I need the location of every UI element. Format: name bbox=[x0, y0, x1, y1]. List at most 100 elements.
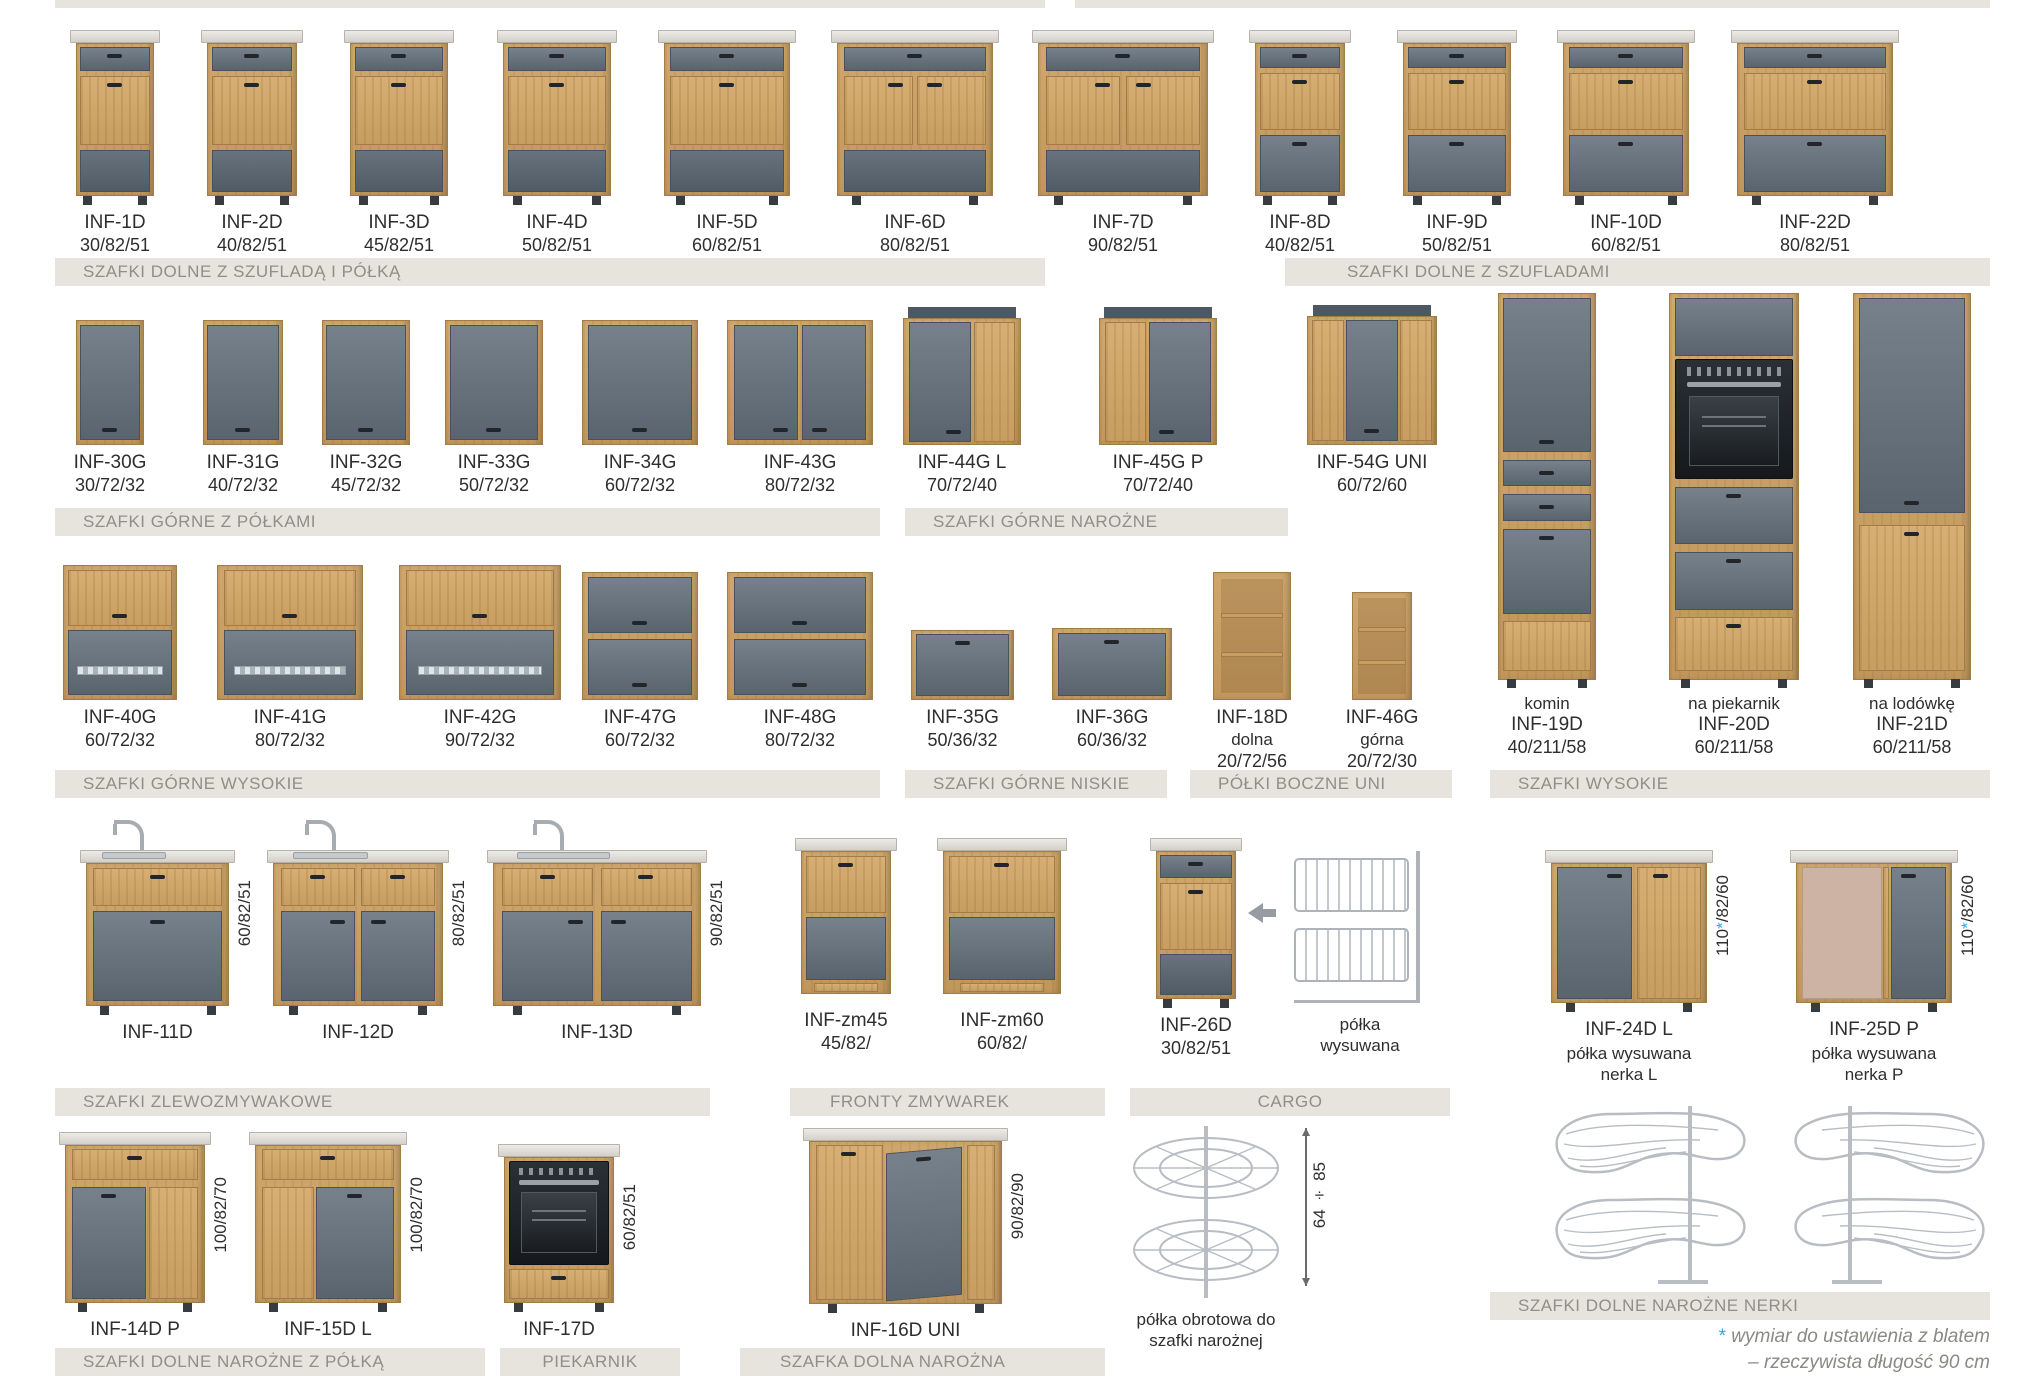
item-code: INF-19D bbox=[1511, 714, 1583, 735]
item-dims: 60/211/58 bbox=[1694, 737, 1774, 757]
item-inf-42g-illustration bbox=[398, 565, 562, 700]
item-dims: 45/82/ bbox=[820, 1033, 872, 1053]
item-inf-14d-p: INF-14D P 100/82/70 bbox=[52, 1132, 230, 1341]
item-code: INF-20D bbox=[1698, 714, 1770, 735]
item-dims: 80/72/32 bbox=[764, 730, 836, 750]
item-inf-33g-illustration bbox=[444, 320, 544, 445]
item-inf-25d-p: INF-25D P półka wysuwana nerka P 110*/82… bbox=[1779, 850, 1977, 1086]
item-code: INF-43G bbox=[763, 452, 837, 473]
section-title: SZAFKI DOLNE Z SZUFLADAMI bbox=[1347, 262, 1610, 281]
item-height-dims: 60/82/51 bbox=[235, 880, 254, 947]
section-title: FRONTY ZMYWAREK bbox=[830, 1092, 1010, 1111]
item-inf-3d-illustration bbox=[344, 30, 454, 205]
item-inf-42g: INF-42G 90/72/32 bbox=[376, 565, 584, 751]
section-header-wysokie: SZAFKI WYSOKIE bbox=[1490, 770, 1990, 798]
item-inf-3d: INF-3D 45/82/51 bbox=[329, 30, 469, 256]
item-inf-6d-illustration bbox=[831, 30, 999, 205]
item-code: INF-42G bbox=[443, 707, 517, 728]
section-header-nerki: SZAFKI DOLNE NAROŻNE NERKI bbox=[1490, 1292, 1990, 1320]
item-height-dims: 100/82/70 bbox=[211, 1177, 230, 1253]
item-dims: 45/72/32 bbox=[330, 475, 402, 495]
item-inf-1d-illustration bbox=[70, 30, 160, 205]
item-dims: 60/72/32 bbox=[604, 475, 676, 495]
item-dims: 40/82/51 bbox=[216, 235, 288, 255]
item-code: INF-36G bbox=[1075, 707, 1149, 728]
item-inf-4d-illustration bbox=[497, 30, 617, 205]
section-header-dolne-szuflady: SZAFKI DOLNE Z SZUFLADAMI bbox=[1285, 258, 1990, 286]
footnote-line1: * wymiar do ustawienia z blatem bbox=[1718, 1326, 1990, 1347]
item-code: INF-12D bbox=[322, 1022, 394, 1043]
item-inf-18d: INF-18D dolna 20/72/56 bbox=[1187, 572, 1317, 772]
section-header-dolne-narozne-polka: SZAFKI DOLNE NAROŻNE Z PÓŁKĄ bbox=[55, 1348, 485, 1376]
item-polka-wysuwana: półka wysuwana bbox=[1285, 848, 1435, 1057]
nerka-basket-right-image bbox=[1785, 1100, 2000, 1288]
item-inf-19d-illustration bbox=[1497, 293, 1597, 688]
section-title: PIEKARNIK bbox=[542, 1352, 638, 1371]
item-position-label: dolna bbox=[1231, 730, 1273, 749]
item-code: INF-8D bbox=[1269, 212, 1331, 233]
item-inf-22d: INF-22D 80/82/51 bbox=[1716, 30, 1914, 256]
item-code: INF-22D bbox=[1779, 212, 1851, 233]
item-dims: 20/72/56 bbox=[1216, 751, 1288, 771]
item-inf-22d-illustration bbox=[1731, 30, 1899, 205]
item-inf-16d-uni-illustration bbox=[803, 1128, 1008, 1313]
item-inf-25d-p-illustration bbox=[1790, 850, 1958, 1012]
item-use-label: komin bbox=[1524, 694, 1570, 713]
item-code: INF-46G bbox=[1345, 707, 1419, 728]
item-polka-obrotowa: półka obrotowa do szafki narożnej bbox=[1116, 1120, 1296, 1352]
footnote: * wymiar do ustawienia z blatem – rzeczy… bbox=[1719, 1324, 1990, 1375]
item-dims: 60/72/60 bbox=[1336, 475, 1408, 495]
item-inf-32g: INF-32G 45/72/32 bbox=[296, 320, 436, 496]
item-code: INF-18D bbox=[1216, 707, 1288, 728]
item-height-dims: 100/82/70 bbox=[407, 1177, 426, 1253]
item-code: INF-14D P bbox=[90, 1319, 180, 1340]
item-inf-32g-illustration bbox=[321, 320, 411, 445]
item-code: INF-40G bbox=[83, 707, 157, 728]
item-dims: 60/36/32 bbox=[1076, 730, 1148, 750]
item-inf-48g: INF-48G 80/72/32 bbox=[704, 572, 896, 751]
item-dims: 60/72/32 bbox=[604, 730, 676, 750]
item-inf-13d: INF-13D 90/82/51 bbox=[482, 820, 726, 1044]
item-dims: 50/72/32 bbox=[458, 475, 530, 495]
item-position-label: górna bbox=[1360, 730, 1404, 749]
item-dims: 50/82/51 bbox=[521, 235, 593, 255]
item-inf-35g-illustration bbox=[910, 630, 1015, 700]
item-inf-35g: INF-35G 50/36/32 bbox=[888, 630, 1037, 751]
item-inf-20d: na piekarnik INF-20D 60/211/58 bbox=[1643, 293, 1825, 758]
item-code: INF-45G P bbox=[1112, 452, 1204, 473]
item-code: INF-35G bbox=[926, 707, 999, 728]
item-inf-45g-p-illustration bbox=[1098, 307, 1218, 445]
item-dims: 80/72/32 bbox=[254, 730, 326, 750]
item-inf-4d: INF-4D 50/82/51 bbox=[482, 30, 632, 256]
item-code: INF-26D bbox=[1160, 1015, 1232, 1036]
item-dims: 40/211/58 bbox=[1507, 737, 1587, 757]
item-code: INF-1D bbox=[84, 212, 146, 233]
section-title: SZAFKI GÓRNE WYSOKIE bbox=[83, 774, 304, 793]
item-code: INF-21D bbox=[1876, 714, 1948, 735]
section-header-gorne-polki: SZAFKI GÓRNE Z PÓŁKAMI bbox=[55, 508, 880, 536]
pullout-direction-arrow-icon bbox=[1248, 903, 1280, 923]
item-inf-5d-illustration bbox=[658, 30, 796, 205]
item-inf-24d-l-illustration bbox=[1545, 850, 1713, 1012]
item-inf-8d-illustration bbox=[1249, 30, 1351, 205]
section-title: SZAFKA DOLNA NAROŻNA bbox=[780, 1352, 1006, 1371]
item-inf-zm60: INF-zm60 60/82/ bbox=[922, 838, 1082, 1054]
cargo-basket-image bbox=[1290, 848, 1430, 1008]
item-inf-43g: INF-43G 80/72/32 bbox=[701, 320, 899, 496]
item-inf-20d-illustration bbox=[1668, 293, 1800, 688]
item-dims: 45/82/51 bbox=[363, 235, 435, 255]
nerka-basket-left-image bbox=[1540, 1100, 1755, 1288]
item-inf-30g-illustration bbox=[75, 320, 145, 445]
section-header-fronty-zmywarek: FRONTY ZMYWAREK bbox=[790, 1088, 1105, 1116]
item-height-dims: 80/82/51 bbox=[449, 880, 468, 947]
item-inf-zm45: INF-zm45 45/82/ bbox=[780, 838, 912, 1054]
item-label: półka wysuwana bbox=[1320, 1015, 1400, 1056]
item-inf-15d-l: INF-15D L 100/82/70 bbox=[242, 1132, 426, 1341]
item-dims: 70/72/40 bbox=[1122, 475, 1194, 495]
item-inf-40g: INF-40G 60/72/32 bbox=[40, 565, 200, 751]
item-height-dims: 90/82/51 bbox=[707, 880, 726, 947]
item-code: INF-3D bbox=[368, 212, 430, 233]
section-header-cargo: CARGO bbox=[1130, 1088, 1450, 1116]
item-inf-10d: INF-10D 60/82/51 bbox=[1542, 30, 1710, 256]
